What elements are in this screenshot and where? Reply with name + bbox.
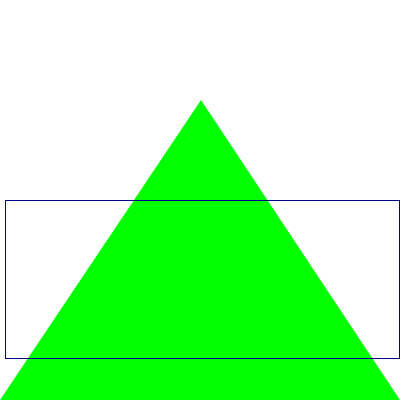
green-triangle (0, 100, 400, 400)
blue-rectangle-outline (5, 200, 400, 359)
